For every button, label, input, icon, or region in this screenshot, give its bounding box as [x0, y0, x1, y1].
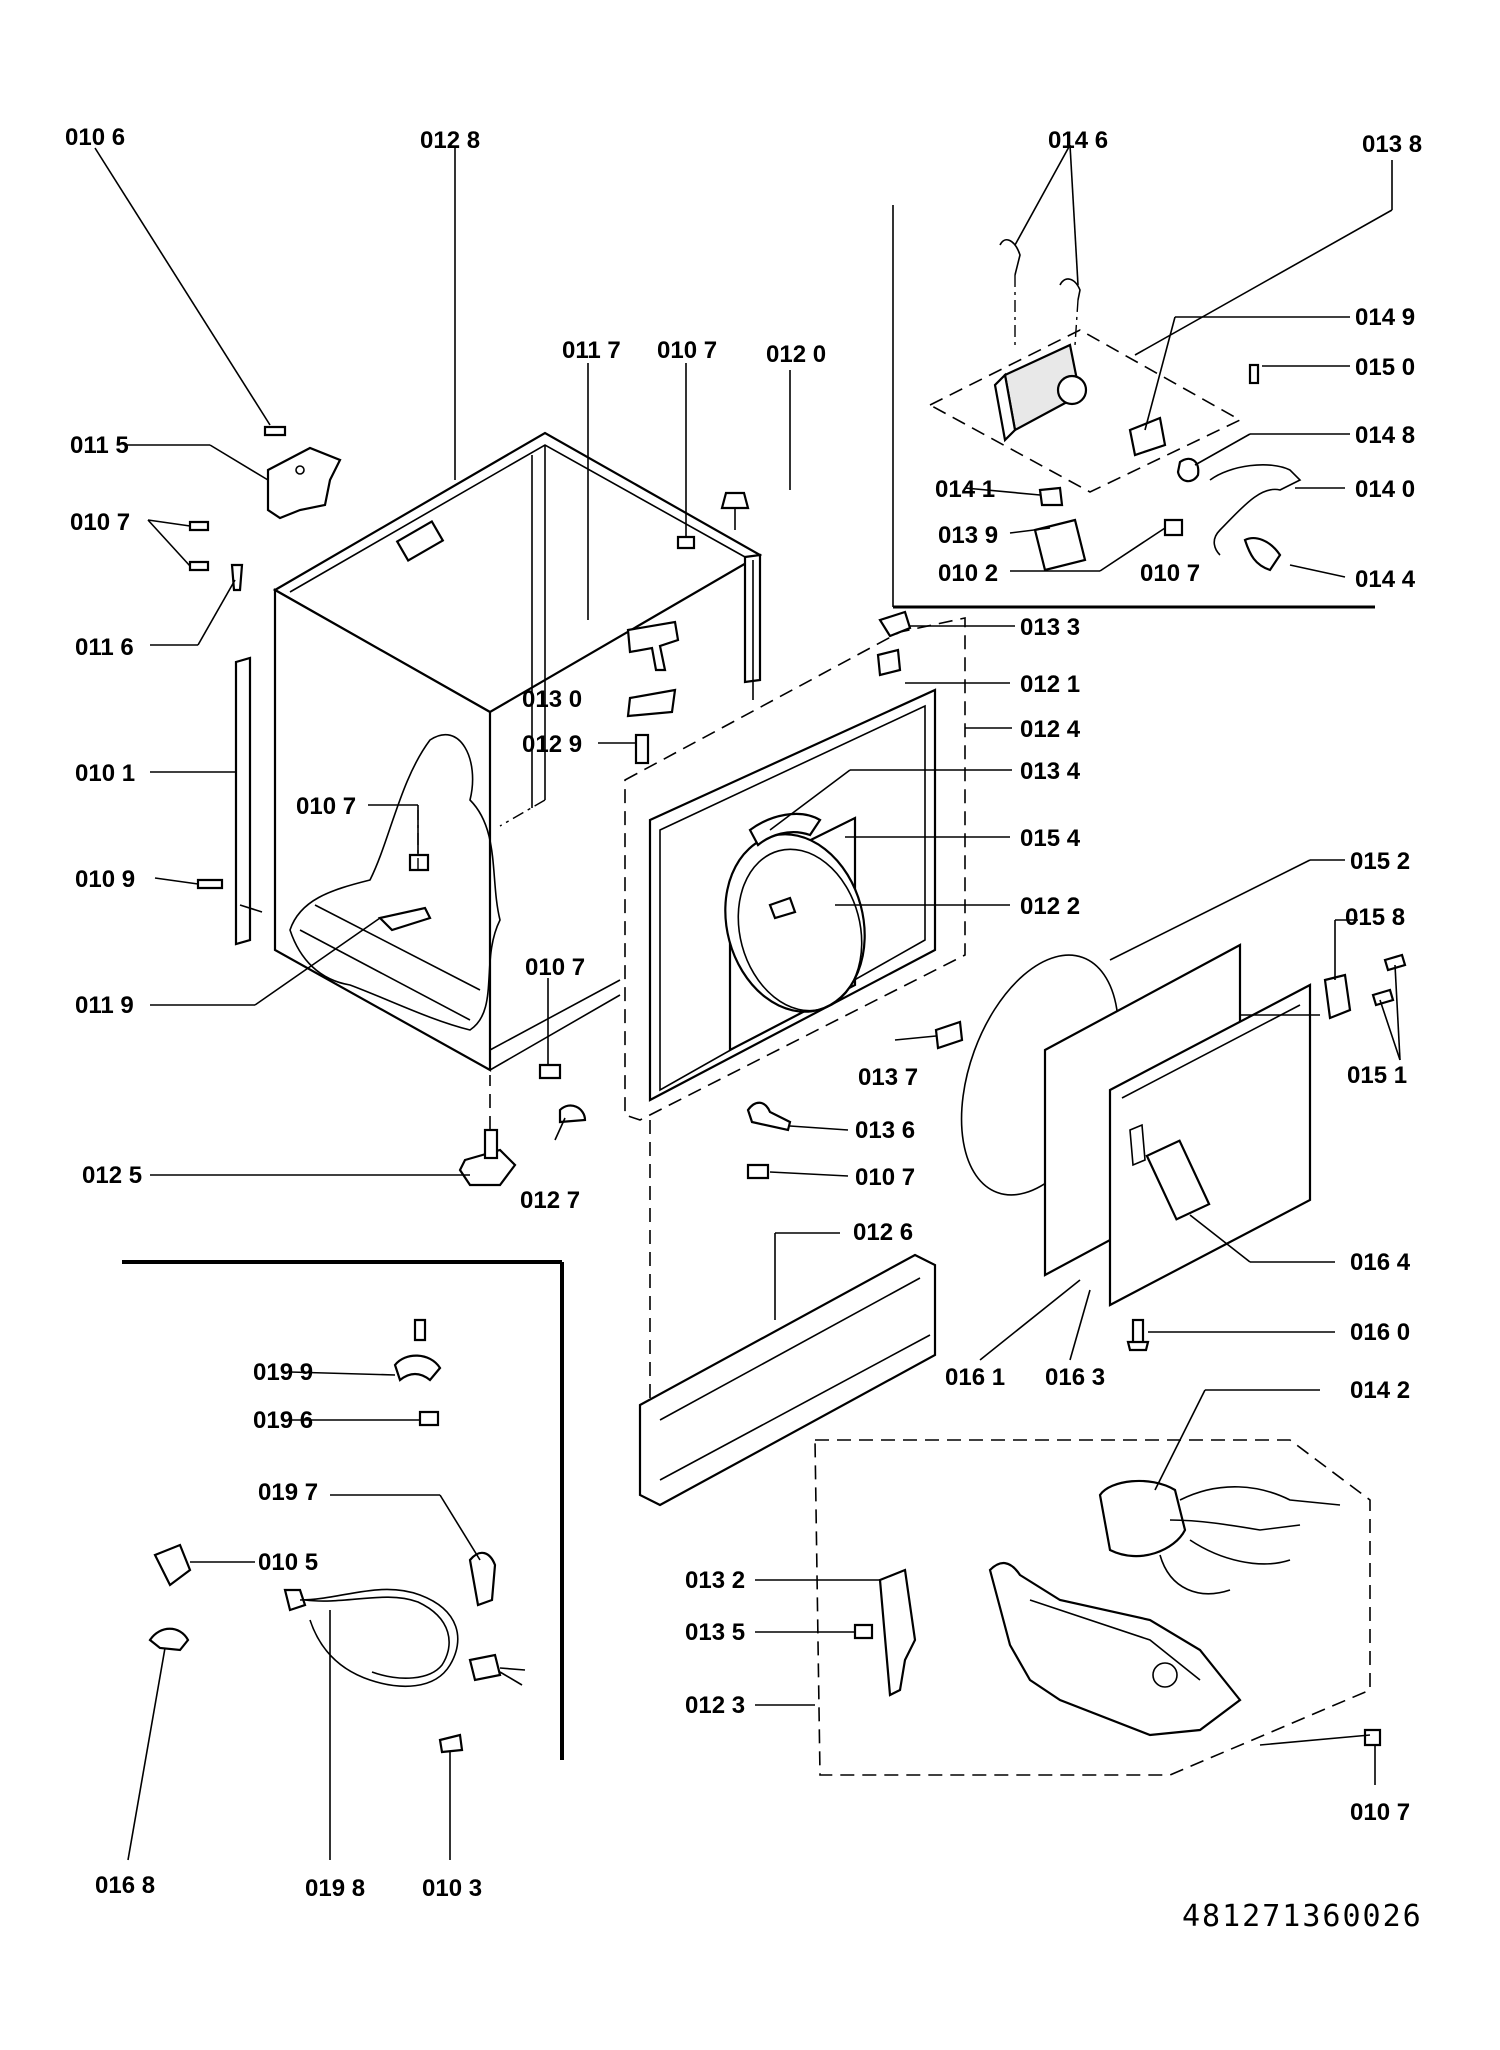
- part-label: 010 6: [65, 124, 125, 151]
- part-label: 010 7: [855, 1164, 915, 1191]
- part-label: 010 7: [296, 793, 356, 820]
- part-label: 014 1: [935, 476, 995, 503]
- part-label: 013 3: [1020, 614, 1080, 641]
- part-label: 013 9: [938, 522, 998, 549]
- part-label: 010 1: [75, 760, 135, 787]
- part-label: 012 5: [82, 1162, 142, 1189]
- part-label: 019 8: [305, 1875, 365, 1902]
- part-label: 014 2: [1350, 1377, 1410, 1404]
- bottom-left-section-frame: [122, 1260, 564, 1760]
- part-label: 013 8: [1362, 131, 1422, 158]
- part-label: 013 0: [522, 686, 582, 713]
- part-label: 011 9: [75, 992, 134, 1019]
- timer-assembly: [928, 239, 1302, 572]
- part-label: 013 7: [858, 1064, 918, 1091]
- part-label: 016 3: [1045, 1364, 1105, 1391]
- motor-assembly: [814, 1439, 1382, 1776]
- part-label: 014 4: [1355, 566, 1416, 593]
- part-label: 010 7: [1350, 1799, 1410, 1826]
- part-label: 011 6: [75, 634, 134, 661]
- part-label: 019 9: [253, 1359, 313, 1386]
- part-label: 014 0: [1355, 476, 1415, 503]
- part-label: 013 5: [685, 1619, 745, 1646]
- part-label: 019 7: [258, 1479, 318, 1506]
- front-panel: [624, 610, 966, 1121]
- power-cord-parts: [148, 1318, 526, 1754]
- part-label: 010 7: [657, 337, 717, 364]
- part-label: 016 1: [945, 1364, 1005, 1391]
- part-label: 014 9: [1355, 304, 1415, 331]
- door-assembly: [746, 943, 1407, 1352]
- part-label: 012 3: [685, 1692, 745, 1719]
- part-label: 013 2: [685, 1567, 745, 1594]
- part-label: 012 9: [522, 731, 582, 758]
- part-label: 016 8: [95, 1872, 155, 1899]
- cabinet-body: [188, 425, 763, 1187]
- part-label: 012 0: [766, 341, 826, 368]
- part-label: 015 8: [1345, 904, 1405, 931]
- part-label: 010 5: [258, 1549, 318, 1576]
- part-label: 013 6: [855, 1117, 915, 1144]
- part-label: 019 6: [253, 1407, 313, 1434]
- part-label: 015 0: [1355, 354, 1415, 381]
- part-label: 011 5: [70, 432, 129, 459]
- part-label: 016 4: [1350, 1249, 1411, 1276]
- part-label: 010 7: [1140, 560, 1200, 587]
- part-label: 015 2: [1350, 848, 1410, 875]
- part-label: 011 7: [562, 337, 621, 364]
- part-label: 010 3: [422, 1875, 482, 1902]
- part-label: 013 4: [1020, 758, 1081, 785]
- part-label: 010 7: [525, 954, 585, 981]
- part-label: 010 2: [938, 560, 998, 587]
- document-number: 481271360026: [1182, 1899, 1423, 1934]
- part-label: 015 4: [1020, 825, 1081, 852]
- part-label: 012 2: [1020, 893, 1080, 920]
- part-label: 014 8: [1355, 422, 1415, 449]
- kick-plate: [638, 1120, 937, 1507]
- part-label: 010 7: [70, 509, 130, 536]
- part-label: 012 7: [520, 1187, 580, 1214]
- top-right-section-frame: [892, 205, 1375, 609]
- leader-lines: [94, 144, 1401, 1861]
- part-label: 012 8: [420, 127, 480, 154]
- part-label: 012 4: [1020, 716, 1081, 743]
- part-label: 015 1: [1347, 1062, 1407, 1089]
- part-label: 014 6: [1048, 127, 1108, 154]
- part-labels: 010 6 012 8 014 6 013 8 011 7 010 7 012 …: [65, 124, 1422, 1902]
- part-label: 016 0: [1350, 1319, 1410, 1346]
- part-label: 012 6: [853, 1219, 913, 1246]
- part-label: 010 9: [75, 866, 135, 893]
- part-label: 012 1: [1020, 671, 1080, 698]
